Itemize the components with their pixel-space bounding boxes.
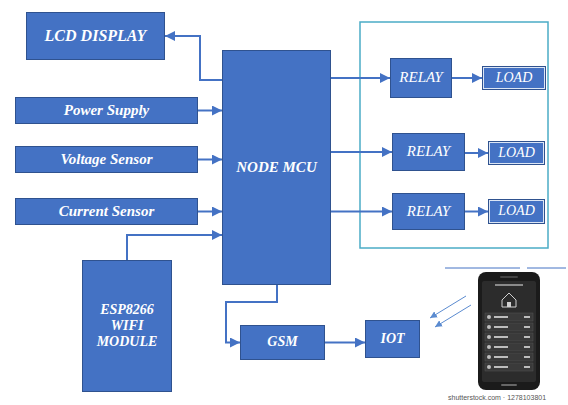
connector-arrow [198, 159, 222, 161]
gsm-box: GSM [240, 325, 325, 360]
relay-group-outline [360, 22, 548, 248]
sensor-box: Voltage Sensor [15, 146, 198, 173]
display-box: LCD DISPLAY [26, 12, 165, 60]
connector-arrow [165, 36, 222, 80]
connector-arrow [331, 151, 392, 153]
node-label: RELAY [407, 203, 450, 220]
relay-box: RELAY [390, 58, 452, 98]
node-label: Power Supply [64, 102, 149, 119]
node-label: LOAD [496, 70, 533, 86]
node-label: RELAY [399, 69, 442, 86]
load-box: LOAD [488, 141, 545, 165]
node-label: Current Sensor [59, 203, 154, 220]
decor-line [527, 268, 566, 269]
signal-arrow [430, 296, 466, 318]
connector-arrow [465, 211, 488, 213]
load-box: LOAD [488, 199, 545, 223]
load-box: LOAD [482, 66, 546, 90]
connector-arrow [127, 235, 222, 260]
decor-line [445, 268, 520, 269]
iot-box: IOT [365, 320, 420, 358]
relay-box: RELAY [392, 133, 465, 171]
node-label: IOT [380, 331, 404, 347]
connector-arrow [452, 77, 482, 79]
controller-box: NODE MCU [222, 50, 331, 285]
wifi-module-box: ESP8266 WIFI MODULE [82, 260, 172, 392]
smartphone-illustration [478, 272, 540, 390]
node-label: ESP8266 WIFI MODULE [89, 302, 165, 350]
node-label: NODE MCU [236, 159, 316, 176]
node-label: LCD DISPLAY [45, 27, 147, 45]
watermark-text: shutterstock.com · 1278103801 [448, 394, 546, 402]
connector-arrow [331, 77, 390, 79]
relay-box: RELAY [392, 193, 465, 230]
connector-arrow [331, 211, 392, 213]
connector-arrow [465, 152, 488, 154]
node-label: LOAD [498, 203, 535, 219]
node-label: Voltage Sensor [60, 151, 152, 168]
node-label: LOAD [498, 145, 535, 161]
node-label: RELAY [407, 143, 450, 160]
node-label: GSM [267, 334, 297, 350]
connector-arrow [198, 211, 222, 213]
input-box: Power Supply [15, 97, 198, 124]
sensor-box: Current Sensor [15, 198, 198, 225]
connector-arrow [198, 110, 222, 112]
connector-arrow [325, 342, 365, 344]
signal-arrow [435, 305, 471, 327]
